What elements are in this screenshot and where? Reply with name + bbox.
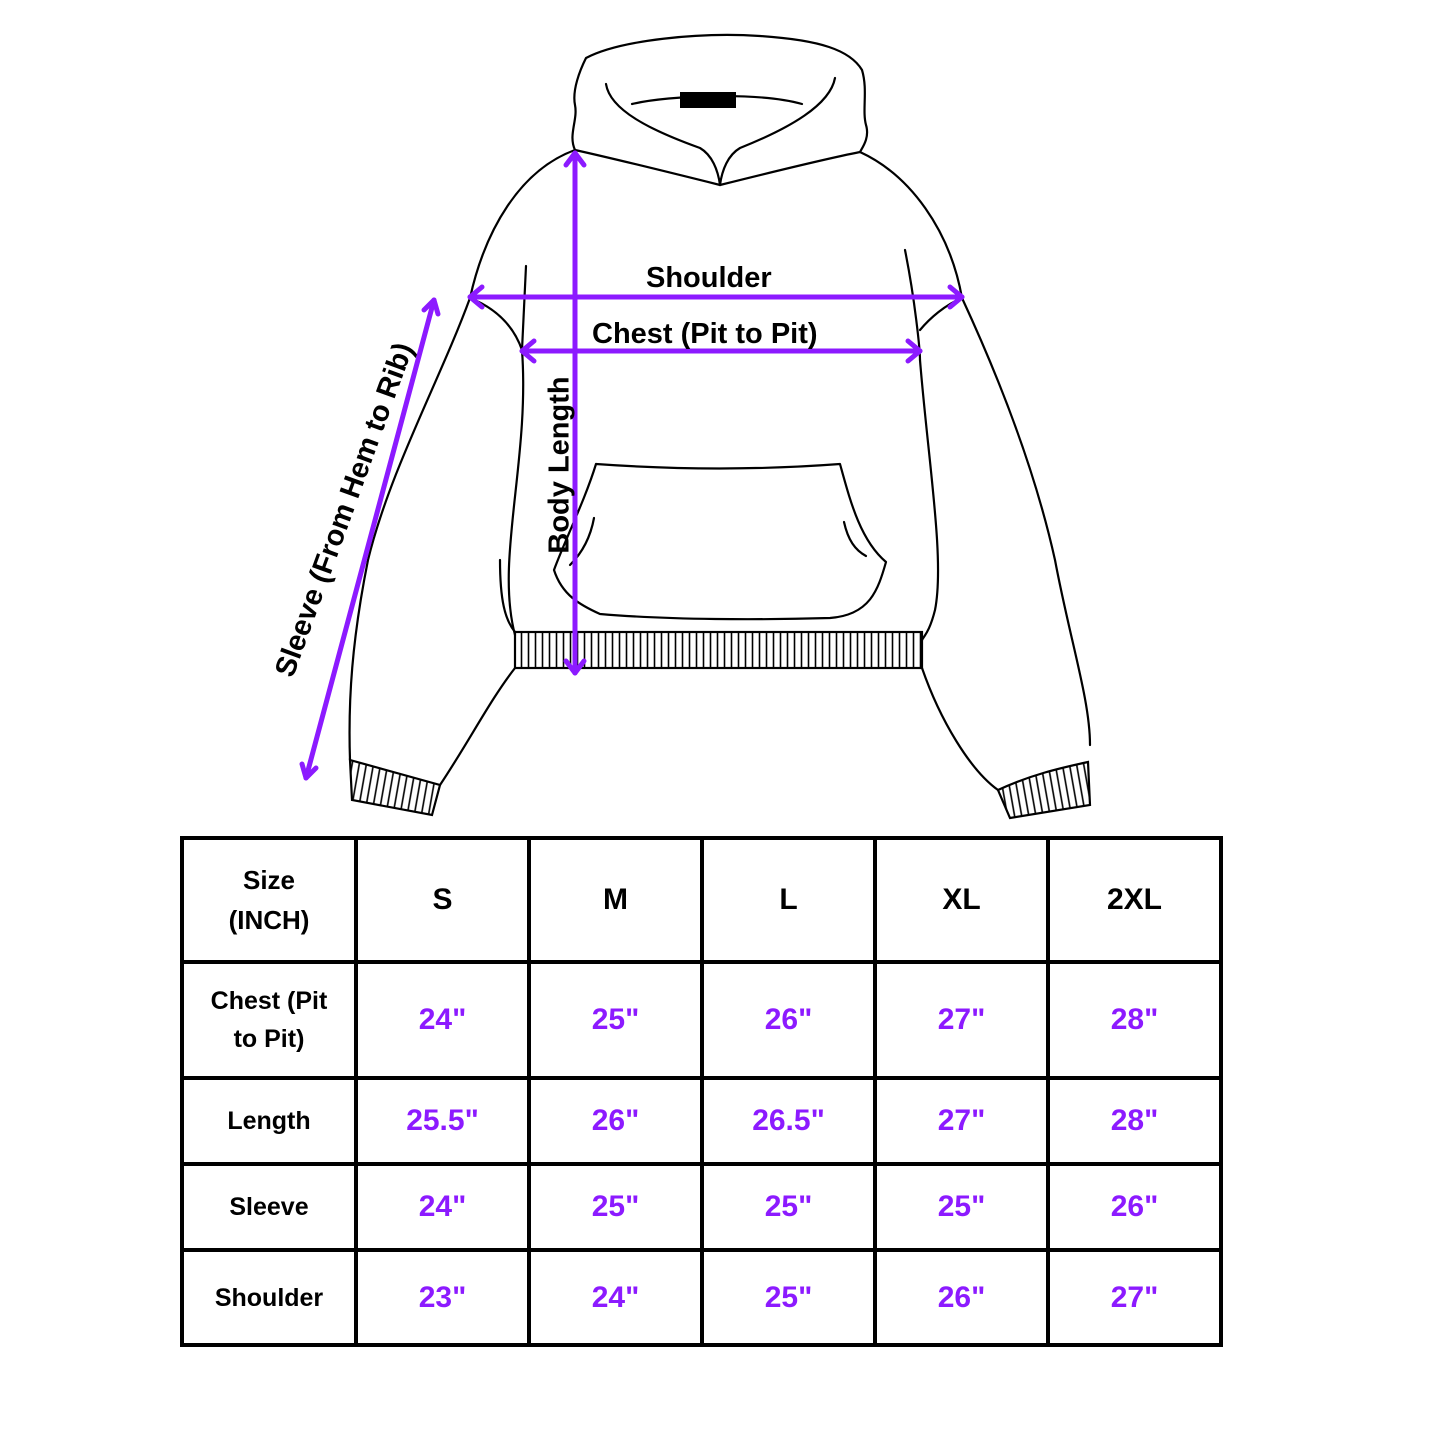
size-header-xl: XL [873,836,1050,964]
size-chart-table: Size (INCH) S M L XL 2XL Chest (Pit to P… [180,836,1223,1347]
hoodie-drawing [299,33,1092,820]
table-row-length: Length 25.5" 26" 26.5" 27" 28" [180,1076,1223,1166]
table-cell: 25" [527,960,704,1080]
sleeve-arrow [303,297,437,781]
hoodie-illustration: Shoulder Chest (Pit to Pit) Body Length … [269,33,1092,820]
chest-label: Chest (Pit to Pit) [592,318,818,350]
table-cell: 27" [873,960,1050,1080]
table-header-row: Size (INCH) S M L XL 2XL [180,836,1223,964]
row-label-length: Length [180,1076,358,1166]
table-cell: 27" [1046,1248,1223,1347]
measurement-arrows [299,150,965,781]
size-header-l: L [700,836,877,964]
table-cell: 26" [873,1248,1050,1347]
row-label-chest-line2: to Pit) [233,1025,305,1053]
shoulder-label: Shoulder [646,262,772,294]
corner-header-cell: Size (INCH) [180,836,358,964]
right-cuff-rib [996,760,1092,820]
table-cell: 25.5" [354,1076,531,1166]
table-row-sleeve: Sleeve 24" 25" 25" 25" 26" [180,1162,1223,1252]
table-cell: 28" [1046,1076,1223,1166]
hoodie-outline [348,33,1092,792]
table-cell: 24" [354,1162,531,1252]
table-cell: 27" [873,1076,1050,1166]
row-label-chest: Chest (Pit to Pit) [180,960,358,1080]
table-cell: 25" [700,1248,877,1347]
size-header-m: M [527,836,704,964]
row-label-sleeve: Sleeve [180,1162,358,1252]
table-cell: 25" [873,1162,1050,1252]
table-cell: 25" [700,1162,877,1252]
size-header-s: S [354,836,531,964]
table-row-chest: Chest (Pit to Pit) 24" 25" 26" 27" 28" [180,960,1223,1080]
table-cell: 26" [700,960,877,1080]
row-label-chest-line1: Chest (Pit [210,987,328,1015]
table-row-shoulder: Shoulder 23" 24" 25" 26" 27" [180,1248,1223,1347]
row-label-shoulder: Shoulder [180,1248,358,1347]
table-cell: 26" [1046,1162,1223,1252]
table-cell: 24" [527,1248,704,1347]
table-cell: 26" [527,1076,704,1166]
table-cell: 25" [527,1162,704,1252]
table-cell: 23" [354,1248,531,1347]
corner-header-line1: Size [242,865,296,895]
table-cell: 28" [1046,960,1223,1080]
corner-header-line2: (INCH) [228,905,310,935]
left-cuff-rib [348,758,442,817]
body-length-label: Body Length [543,376,576,554]
size-header-2xl: 2XL [1046,836,1223,964]
table-cell: 24" [354,960,531,1080]
table-cell: 26.5" [700,1076,877,1166]
